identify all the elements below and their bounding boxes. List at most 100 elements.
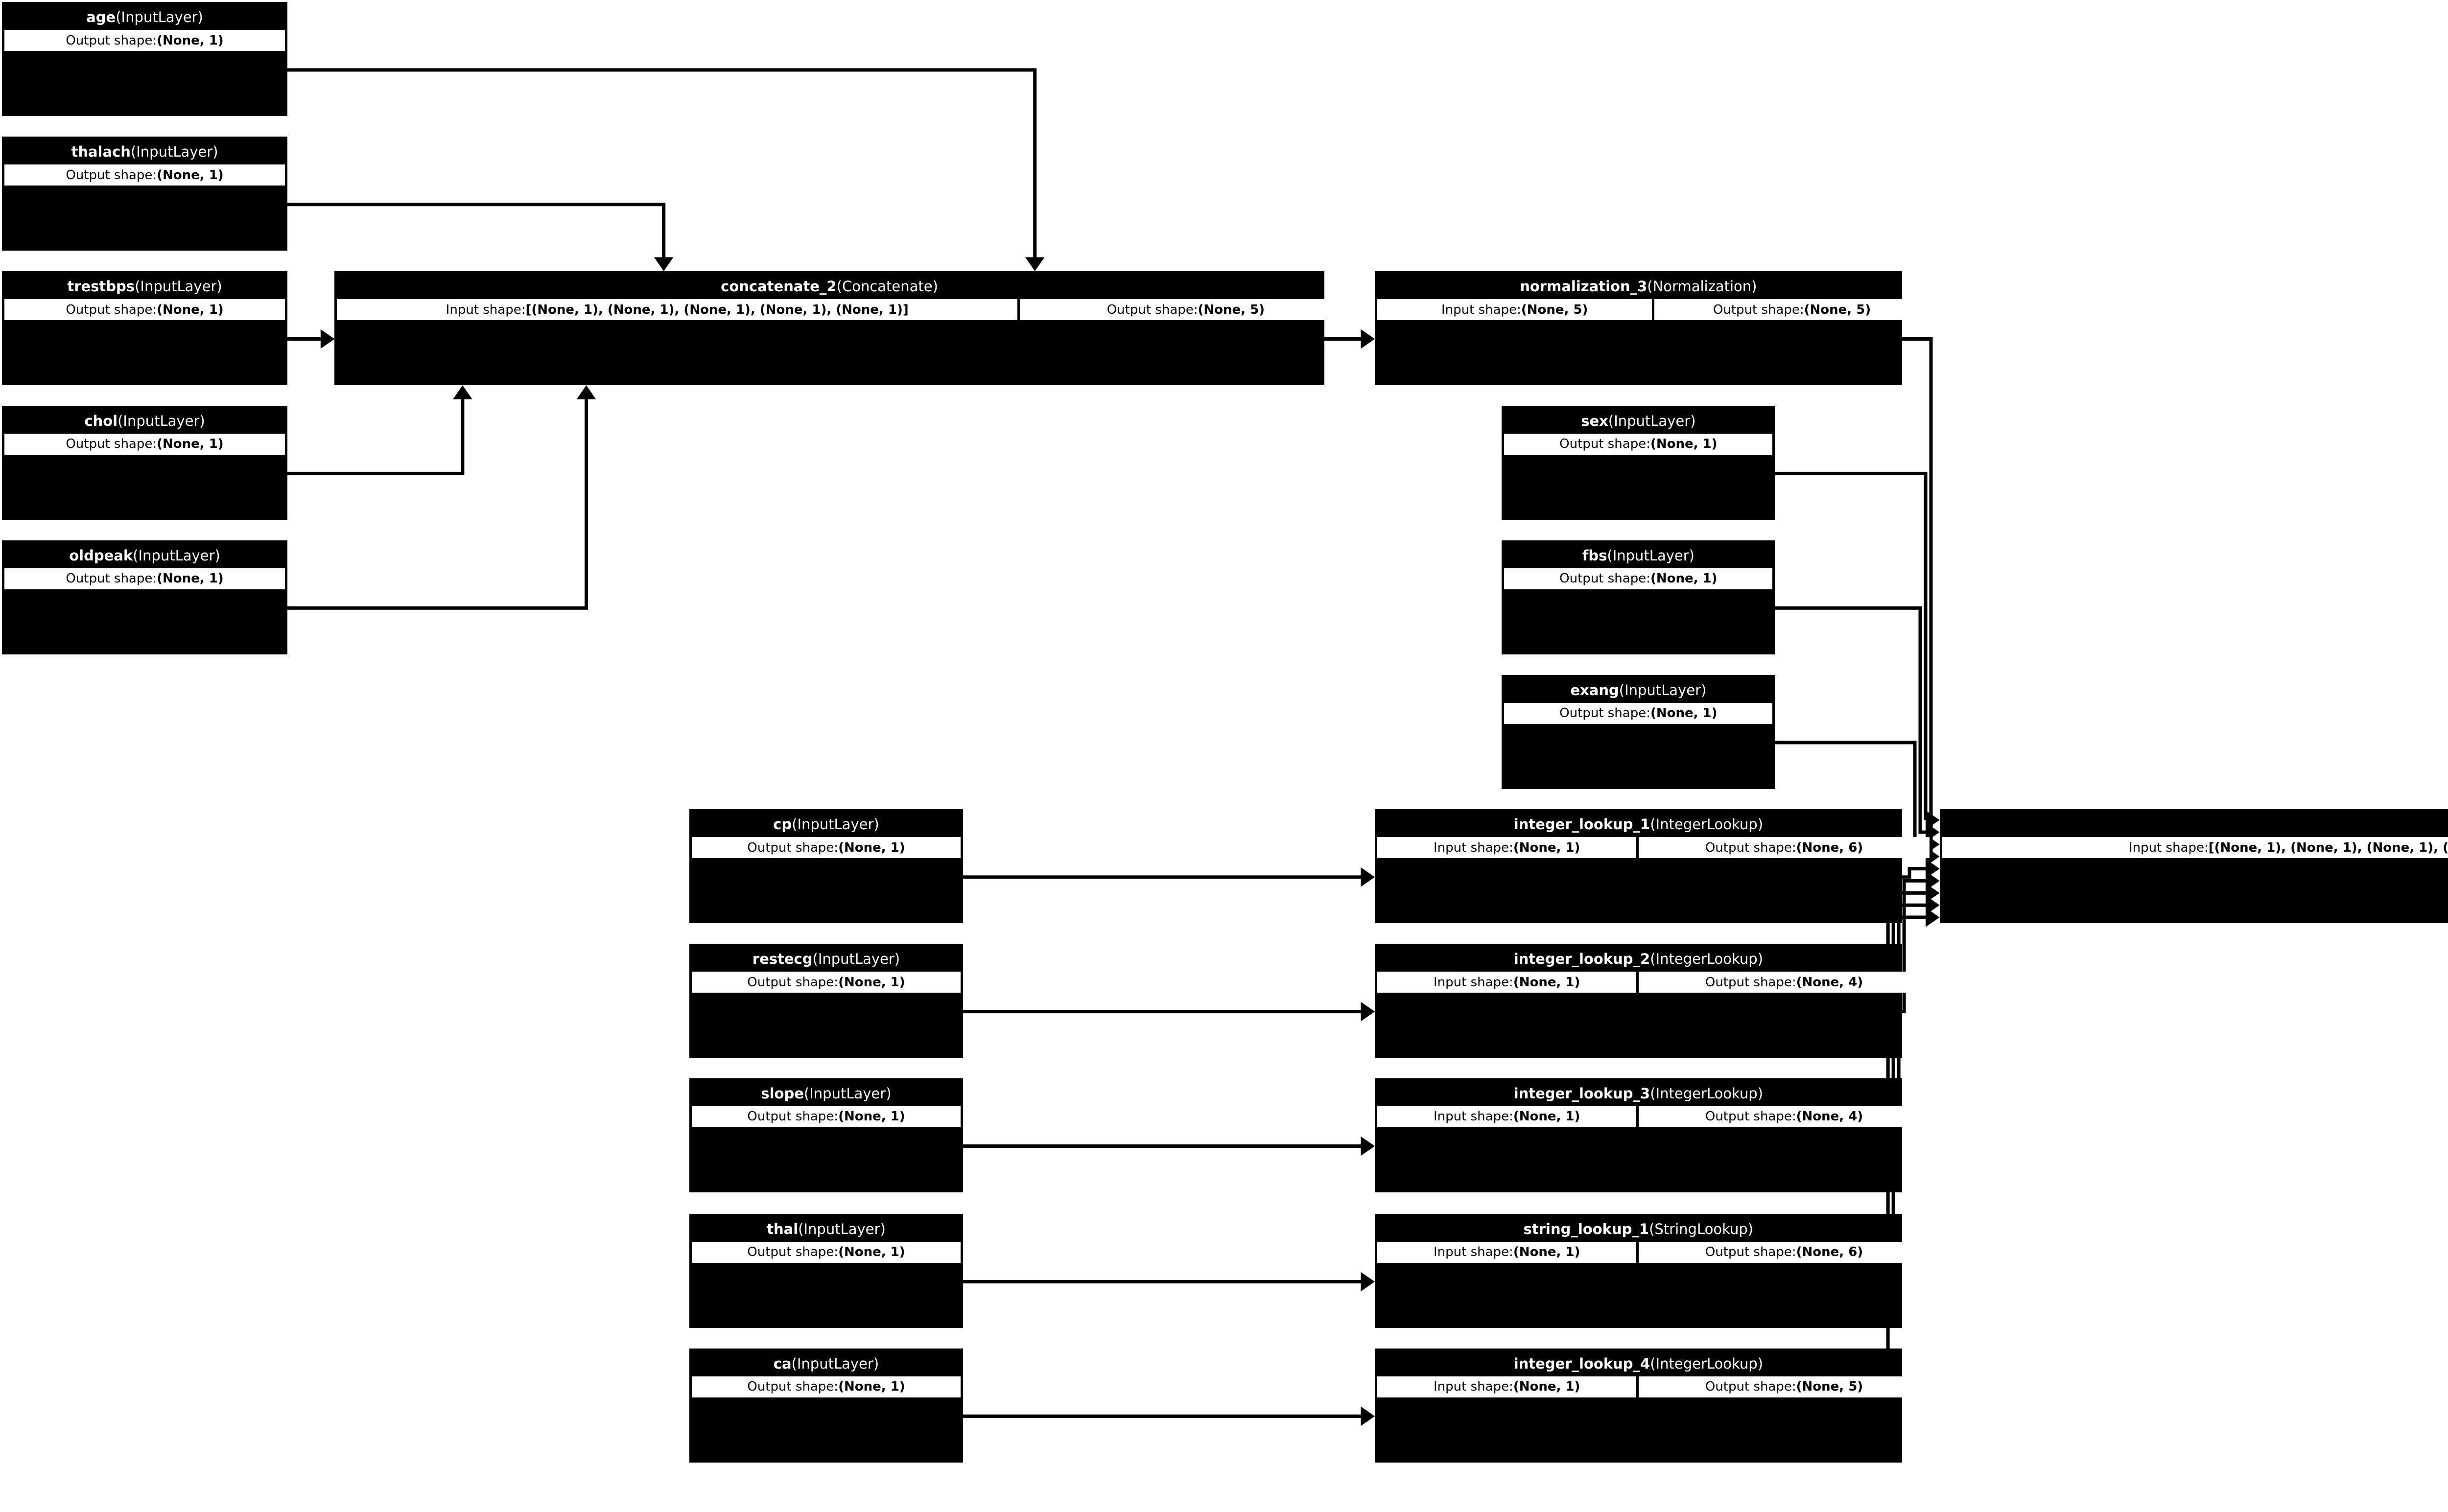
layer-node-ca[interactable]: ca (InputLayer)Output shape: (None, 1)	[689, 1348, 963, 1463]
layer-kind: (InputLayer)	[1619, 681, 1707, 698]
output-shape-label: Output shape:	[747, 975, 839, 990]
edge-sex-to-concatenate_3	[1775, 471, 1928, 820]
edge-arrowhead-concatenate_3-integer_lookup_2	[1926, 871, 1940, 891]
layer-node-shapes: Output shape: (None, 1)	[692, 1376, 961, 1397]
layer-name: thal	[767, 1220, 799, 1237]
edge-arrowhead-integer_lookup_1	[1361, 867, 1375, 887]
edge-chol-to-concatenate_2	[287, 399, 465, 475]
layer-node-integer_lookup_4[interactable]: integer_lookup_4 (IntegerLookup) Input sh…	[1375, 1348, 1930, 1463]
layer-node-title: fbs (InputLayer)	[1504, 542, 1773, 568]
output-shape-label: Output shape:	[1705, 840, 1796, 855]
edge-arrowhead-concatenate_3-integer_lookup_3	[1926, 883, 1940, 903]
layer-node-title: trestbps (InputLayer)	[4, 274, 285, 300]
output-shape-cell: Output shape: (None, 1)	[692, 1241, 961, 1263]
layer-node-shapes: Output shape: (None, 1)	[692, 1106, 961, 1127]
input-shape-cell: Input shape: (None, 1)	[1377, 1376, 1637, 1397]
layer-node-slope[interactable]: slope (InputLayer)Output shape: (None, 1…	[689, 1078, 963, 1193]
input-shape-cell: Input shape: [(None, 1), (None, 1), (Non…	[337, 299, 1018, 321]
layer-node-oldpeak[interactable]: oldpeak (InputLayer)Output shape: (None,…	[2, 540, 287, 654]
layer-node-title: concatenate_2 (Concatenate)	[337, 274, 1322, 300]
input-shape-cell: Input shape: (None, 1)	[1377, 1241, 1637, 1263]
layer-node-title: oldpeak (InputLayer)	[4, 542, 285, 568]
output-shape-value: (None, 1)	[1650, 706, 1718, 721]
layer-node-age[interactable]: age (InputLayer)Output shape: (None, 1)	[2, 2, 287, 116]
output-shape-cell: Output shape: (None, 1)	[1504, 433, 1773, 455]
layer-name: sex	[1581, 412, 1608, 429]
input-shape-label: Input shape:	[1434, 840, 1513, 855]
output-shape-value: (None, 1)	[838, 840, 905, 855]
input-shape-label: Input shape:	[1434, 975, 1513, 990]
layer-node-string_lookup_1[interactable]: string_lookup_1 (StringLookup)Input shap…	[1375, 1213, 1930, 1328]
layer-node-chol[interactable]: chol (InputLayer)Output shape: (None, 1)	[2, 405, 287, 520]
output-shape-cell: Output shape: (None, 1)	[4, 433, 285, 455]
output-shape-value: (None, 4)	[1796, 1109, 1863, 1124]
output-shape-value: (None, 4)	[1796, 975, 1863, 990]
output-shape-value: (None, 1)	[157, 437, 224, 452]
output-shape-value: (None, 1)	[157, 33, 224, 48]
input-shape-label: Input shape:	[446, 302, 526, 317]
layer-node-shapes: Input shape: (None, 5)Output shape: (Non…	[1377, 299, 1930, 321]
layer-node-thalach[interactable]: thalach (InputLayer)Output shape: (None,…	[2, 137, 287, 251]
input-shape-cell: Input shape: (None, 1)	[1377, 837, 1637, 859]
layer-node-shapes: Input shape: (None, 1)Output shape: (Non…	[1377, 1106, 1930, 1127]
edge-arrowhead-trestbps	[320, 329, 335, 349]
input-shape-cell: Input shape: (None, 5)	[1377, 299, 1652, 321]
output-shape-cell: Output shape: (None, 6)	[1639, 1241, 1930, 1263]
layer-name: cp	[773, 816, 792, 833]
layer-node-integer_lookup_2[interactable]: integer_lookup_2 (IntegerLookup) Input sh…	[1375, 944, 1930, 1058]
output-shape-label: Output shape:	[1106, 302, 1198, 317]
edge-arrowhead-thalach	[654, 257, 674, 272]
output-shape-label: Output shape:	[66, 167, 157, 183]
layer-node-cp[interactable]: cp (InputLayer)Output shape: (None, 1)	[689, 809, 963, 924]
output-shape-cell: Output shape: (None, 1)	[4, 30, 285, 51]
layer-kind: (InputLayer)	[135, 278, 222, 295]
layer-node-restecg[interactable]: restecg (InputLayer)Output shape: (None,…	[689, 944, 963, 1058]
output-shape-label: Output shape:	[66, 33, 157, 48]
layer-name: normalization_3	[1520, 278, 1648, 295]
layer-node-shapes: Output shape: (None, 1)	[692, 972, 961, 993]
output-shape-cell: Output shape: (None, 5)	[1020, 299, 1352, 321]
layer-node-concatenate_3[interactable]: concatenate_3 (Concatenate)Input shape: …	[1939, 809, 2448, 924]
layer-node-exang[interactable]: exang (InputLayer)Output shape: (None, 1…	[1502, 675, 1775, 789]
layer-node-shapes: Input shape: (None, 1)Output shape: (Non…	[1377, 837, 1930, 859]
edge-arrowhead-concatenate_3-string_lookup_1	[1926, 895, 1940, 915]
layer-name: integer_lookup_4	[1513, 1355, 1650, 1372]
edge-arrowhead-normalization_3	[1361, 329, 1375, 349]
layer-node-title: string_lookup_1 (StringLookup)	[1377, 1216, 1900, 1242]
layer-node-title: integer_lookup_1 (IntegerLookup)	[1377, 812, 1900, 837]
layer-node-title: integer_lookup_2 (IntegerLookup)	[1377, 946, 1900, 972]
layer-node-concatenate_2[interactable]: concatenate_2 (Concatenate)Input shape: …	[334, 271, 1352, 386]
output-shape-cell: Output shape: (None, 1)	[692, 837, 961, 859]
layer-node-normalization_3[interactable]: normalization_3 (Normalization) Input sha…	[1375, 271, 1930, 386]
output-shape-value: (None, 1)	[157, 571, 224, 586]
input-shape-value: (None, 1)	[1513, 1379, 1580, 1395]
edge-thalach-to-concatenate_2	[287, 203, 666, 257]
layer-kind: (IntegerLookup)	[1650, 1355, 1764, 1372]
output-shape-label: Output shape:	[747, 840, 839, 855]
layer-node-title: age (InputLayer)	[4, 4, 285, 30]
layer-name: integer_lookup_1	[1513, 816, 1650, 833]
layer-node-title: exang (InputLayer)	[1504, 677, 1773, 703]
layer-node-shapes: Output shape: (None, 1)	[692, 1241, 961, 1263]
layer-kind: (Normalization)	[1647, 278, 1757, 295]
output-shape-cell: Output shape: (None, 5)	[1639, 1376, 1930, 1397]
layer-node-sex[interactable]: sex (InputLayer)Output shape: (None, 1)	[1502, 405, 1775, 520]
layer-name: string_lookup_1	[1523, 1220, 1649, 1237]
input-shape-value: (None, 1)	[1513, 1245, 1580, 1260]
layer-node-shapes: Output shape: (None, 1)	[4, 164, 285, 186]
layer-node-fbs[interactable]: fbs (InputLayer)Output shape: (None, 1)	[1502, 540, 1775, 654]
layer-kind: (InputLayer)	[118, 412, 205, 429]
layer-node-integer_lookup_1[interactable]: integer_lookup_1 (IntegerLookup)Input sh…	[1375, 809, 1930, 924]
layer-node-integer_lookup_3[interactable]: integer_lookup_3 (IntegerLookup)Input sh…	[1375, 1078, 1930, 1193]
output-shape-cell: Output shape: (None, 5)	[1654, 299, 1930, 321]
edge-normalization_3-to-concatenate_3	[1902, 337, 1933, 859]
layer-node-trestbps[interactable]: trestbps (InputLayer)Output shape: (None…	[2, 271, 287, 386]
edge-arrowhead-age	[1025, 257, 1045, 272]
layer-name: thalach	[71, 143, 131, 161]
output-shape-label: Output shape:	[1705, 1379, 1796, 1395]
output-shape-cell: Output shape: (None, 6)	[1639, 837, 1930, 859]
layer-node-thal[interactable]: thal (InputLayer)Output shape: (None, 1)	[689, 1213, 963, 1328]
output-shape-cell: Output shape: (None, 4)	[1639, 1106, 1930, 1127]
output-shape-value: (None, 6)	[1796, 840, 1863, 855]
